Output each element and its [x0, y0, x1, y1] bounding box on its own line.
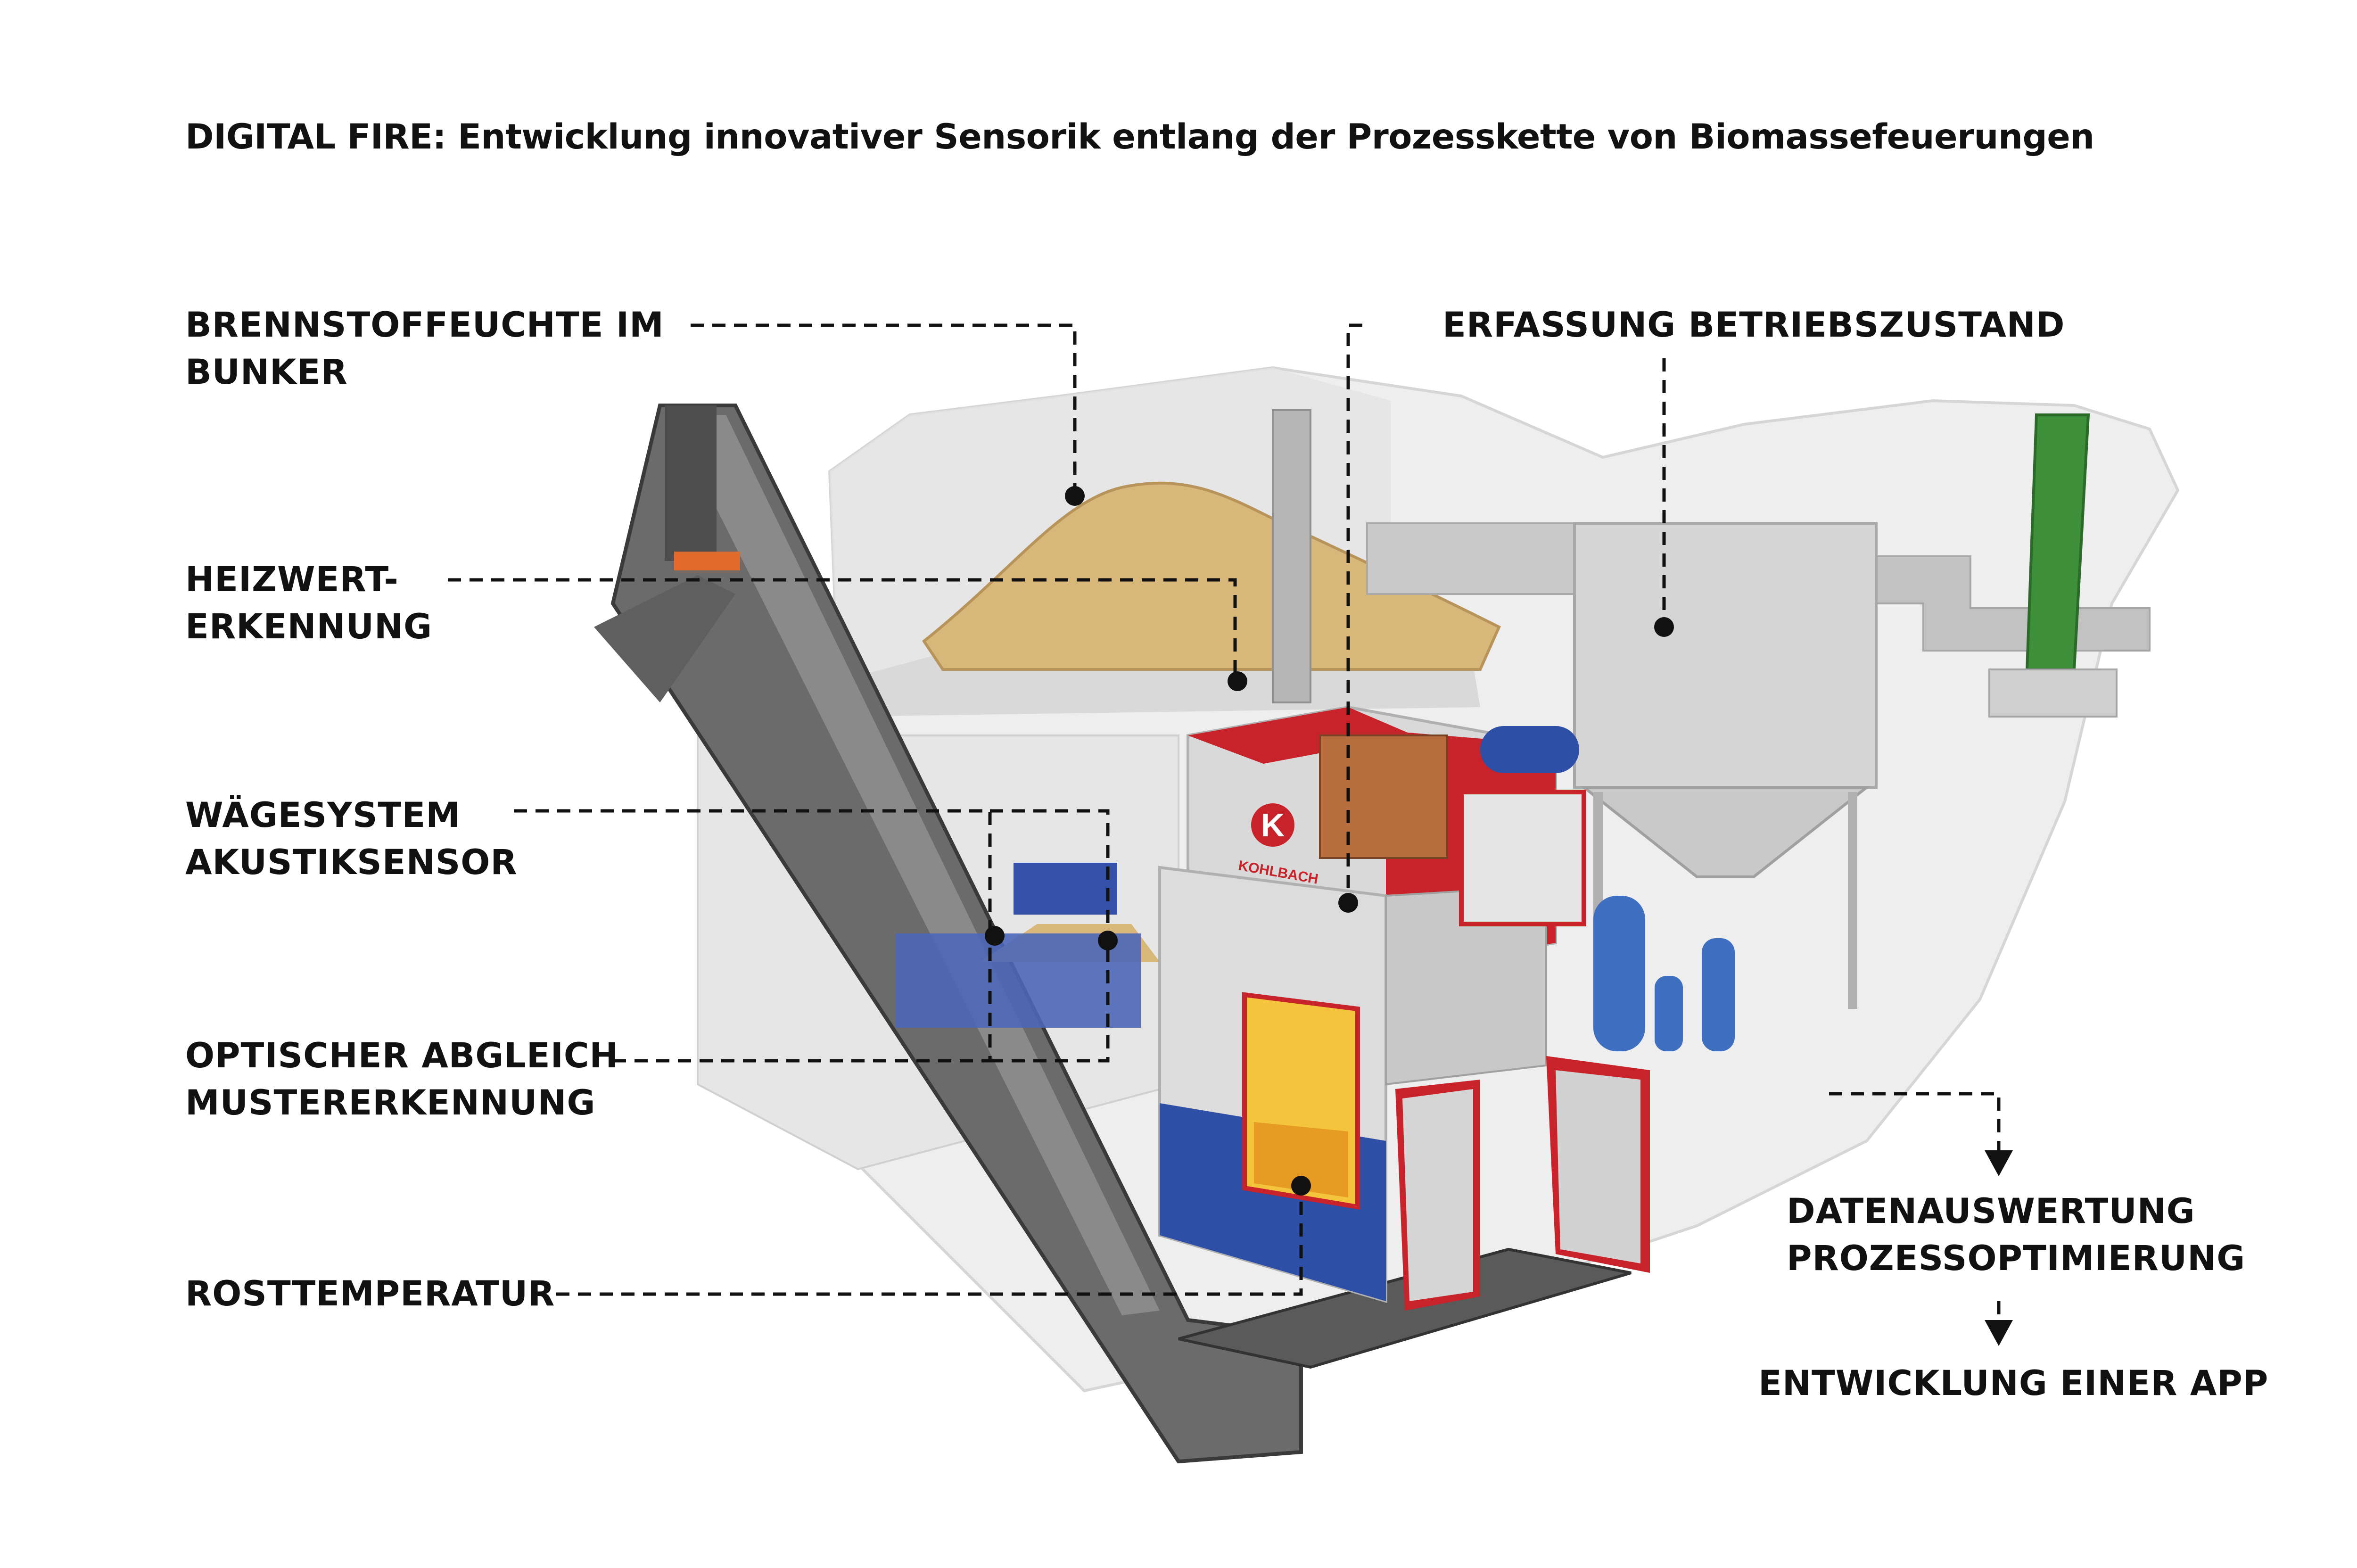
conveyor-head [665, 405, 717, 561]
label-optical-pattern: OPTISCHER ABGLEICH MUSTERERKENNUNG [185, 1032, 619, 1127]
leader-heating-value [448, 578, 1237, 677]
sensor-dot-heating-value [1228, 671, 1247, 691]
arrowheads [1985, 1150, 2013, 1346]
leader-data-eval [1829, 1092, 2001, 1150]
leader-grate-temp [556, 1186, 1303, 1296]
leader-operating-state [1346, 323, 1362, 898]
leader-weighing [514, 809, 992, 933]
label-line: AKUSTIKSENSOR [185, 842, 518, 883]
sensor-dot-fuel-moisture [1065, 486, 1085, 506]
tank-mid [1655, 976, 1683, 1051]
label-line: DATENAUSWERTUNG [1787, 1191, 2195, 1231]
stack-duct [1875, 555, 2151, 652]
label-grate-temperature: ROSTTEMPERATUR [185, 1271, 555, 1318]
brand-logo [1251, 803, 1294, 847]
sensor-dot-operating-state [1338, 893, 1358, 913]
weighing-unit [1014, 863, 1117, 915]
label-line: PROZESSOPTIMIERUNG [1787, 1238, 2246, 1279]
arrow-to-app [1985, 1320, 2013, 1346]
brand-logo-letter: K [1261, 807, 1285, 843]
leader-lines [448, 323, 2001, 1320]
label-line: ERKENNUNG [185, 607, 432, 647]
sensor-dot-filter [1654, 617, 1674, 637]
feeder-box [896, 933, 1141, 1028]
label-line: MUSTERERKENNUNG [185, 1083, 596, 1123]
sensor-dot-acoustic [1098, 931, 1118, 950]
sensor-dot-weighing [985, 926, 1005, 946]
label-fuel-moisture: BRENNSTOFFEUCHTE IM BUNKER [185, 302, 664, 396]
feed-pipe [1272, 409, 1311, 703]
boiler-top [1188, 707, 1414, 764]
label-data-evaluation: DATENAUSWERTUNG PROZESSOPTIMIERUNG [1787, 1188, 2245, 1282]
sensor-dots [985, 486, 1674, 1196]
manifold-tank [1480, 726, 1579, 773]
sensor-dot-grate-temp [1291, 1176, 1311, 1196]
leader-acoustic [990, 809, 1110, 938]
label-weighing-acoustic: WÄGESYSTEM AKUSTIKSENSOR [185, 792, 518, 886]
filter-hopper [1580, 786, 1871, 878]
tank-left [1593, 896, 1645, 1051]
tank-right [1702, 938, 1735, 1051]
label-heating-value: HEIZWERT- ERKENNUNG [185, 556, 432, 651]
label-line: ENTWICKLUNG EINER APP [1758, 1363, 2269, 1403]
label-line: ROSTTEMPERATUR [185, 1274, 555, 1314]
label-line: BUNKER [185, 352, 348, 392]
label-operating-state: ERFASSUNG BETRIEBSZUSTAND [1442, 302, 2065, 349]
heat-exchanger [1319, 734, 1448, 859]
label-line: HEIZWERT- [185, 560, 399, 600]
label-line: OPTISCHER ABGLEICH [185, 1036, 619, 1076]
label-line: WÄGESYSTEM [185, 795, 461, 835]
page-title: DIGITAL FIRE: Entwicklung innovativer Se… [185, 117, 2094, 157]
leader-pattern [990, 938, 1110, 1063]
chimney-base [1988, 668, 2118, 718]
discharge-chute [594, 575, 735, 702]
label-line: BRENNSTOFFEUCHTE IM [185, 305, 664, 345]
control-manifold [1459, 790, 1586, 926]
label-app-development: ENTWICKLUNG EINER APP [1758, 1360, 2268, 1407]
filter-house [1573, 522, 1878, 789]
arrow-to-data-eval [1985, 1150, 2013, 1176]
label-line: ERFASSUNG BETRIEBSZUSTAND [1442, 305, 2065, 345]
